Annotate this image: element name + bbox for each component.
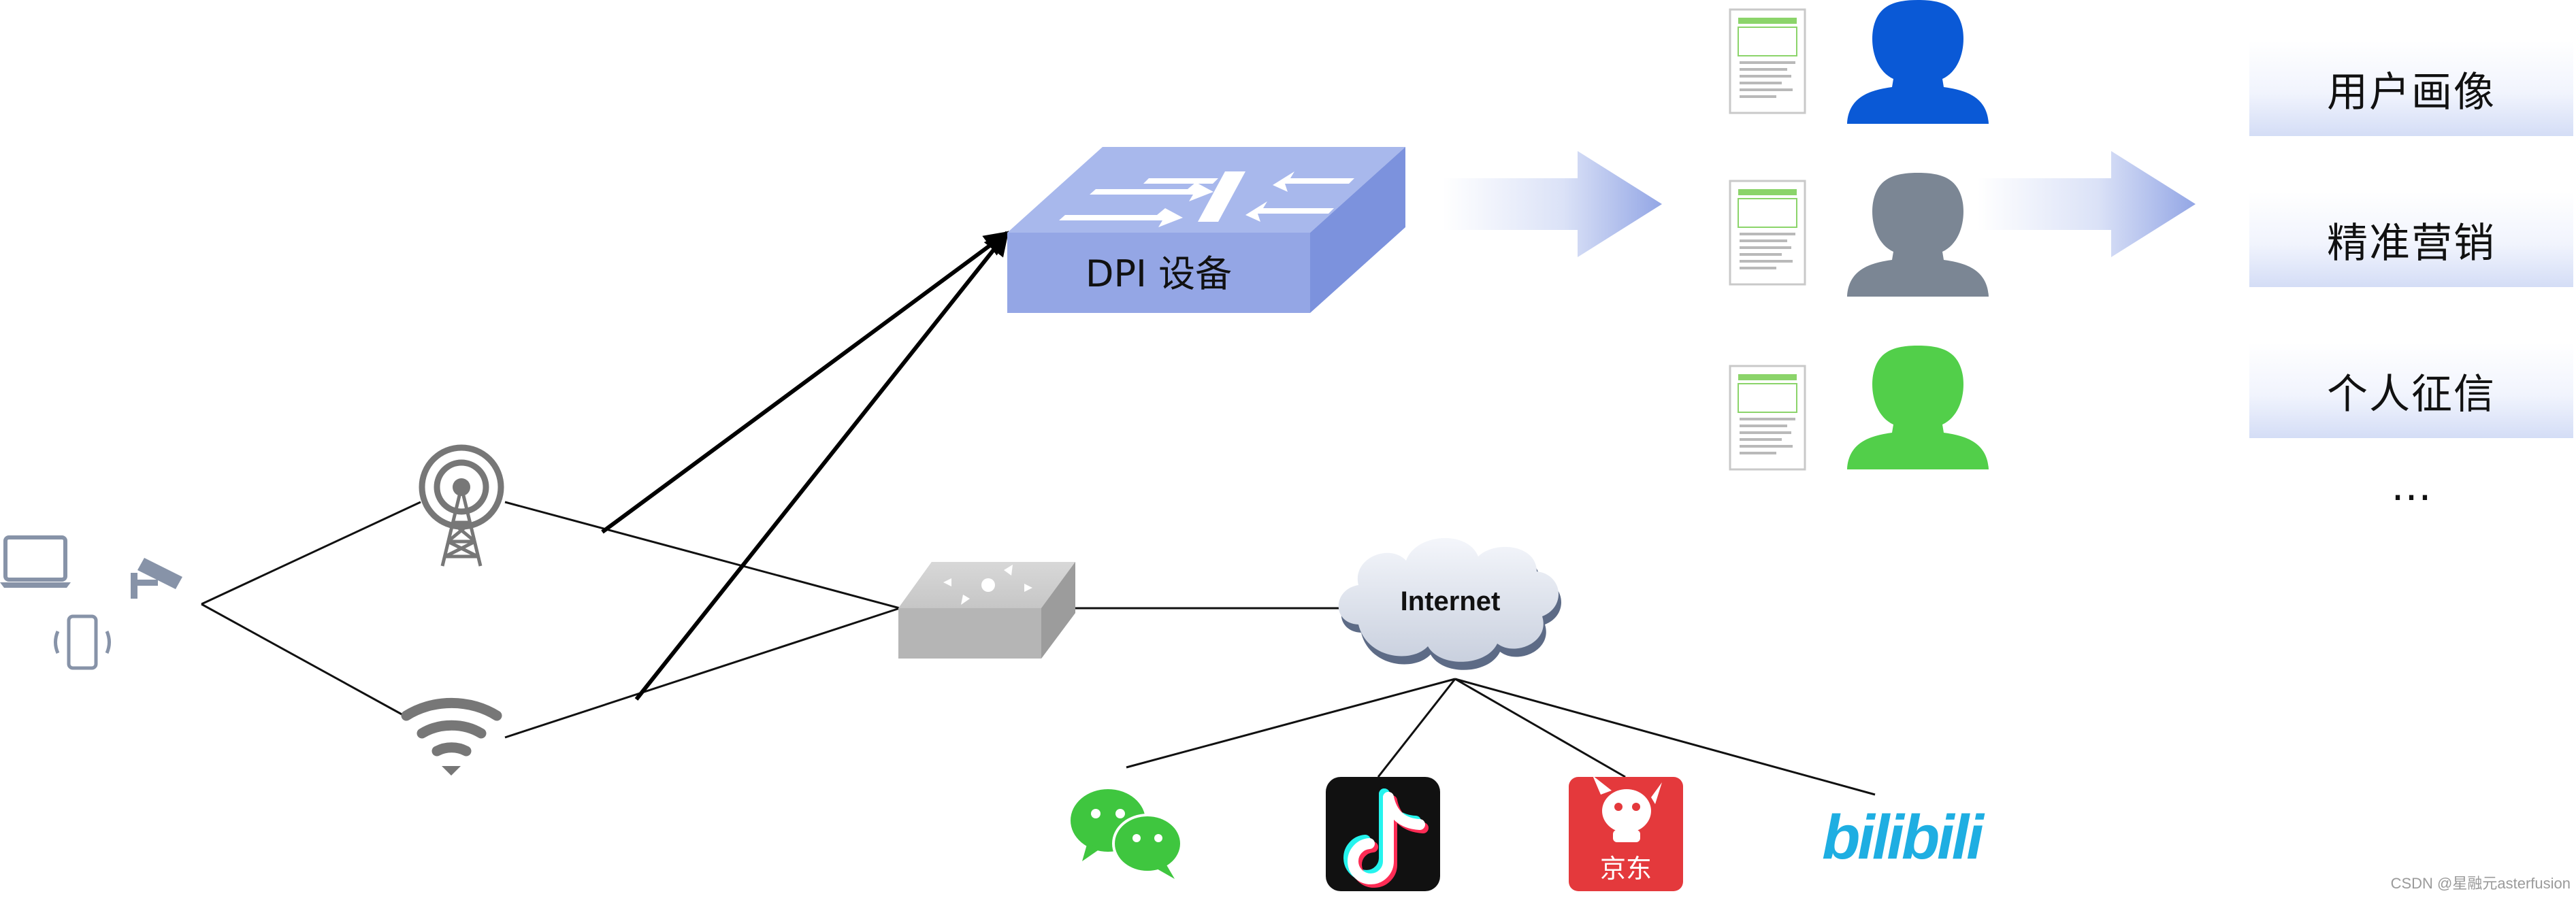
link-internet-tiktok <box>1377 678 1456 778</box>
mirror-arrow-wifi <box>634 231 1009 701</box>
report-document-icon-3 <box>1729 365 1806 471</box>
output-precision-marketing: 精准营销 <box>2249 192 2573 287</box>
cell-tower-icon <box>419 444 504 567</box>
output-label: 用户画像 <box>2327 68 2496 116</box>
tiktok-icon[interactable] <box>1326 777 1440 891</box>
bilibili-icon[interactable]: bilibili <box>1822 803 1988 872</box>
user-icon-blue <box>1847 0 1989 124</box>
output-label: 个人征信 <box>2327 370 2496 418</box>
link-tower-switch <box>504 501 900 610</box>
output-personal-credit: 个人征信 <box>2249 343 2573 438</box>
user-icon-green <box>1847 346 1989 469</box>
switch-router-icon <box>898 562 1075 659</box>
security-camera-icon <box>131 558 182 599</box>
link-internet-jd <box>1454 678 1626 778</box>
internet-cloud <box>1338 537 1561 670</box>
report-document-icon-1 <box>1729 8 1806 114</box>
dpi-arrows-icon <box>1059 171 1354 227</box>
laptop-icon <box>0 535 71 588</box>
internet-label: Internet <box>1400 586 1501 616</box>
dpi-label: DPI 设备 <box>1085 252 1233 295</box>
mirror-arrow-tower <box>601 231 1009 534</box>
flow-arrow-2 <box>1978 151 2196 257</box>
watermark: CSDN @星融元asterfusion <box>2390 875 2571 892</box>
wechat-icon[interactable] <box>1071 789 1183 879</box>
output-user-profiling: 用户画像 <box>2249 41 2573 136</box>
report-document-icon-2 <box>1729 180 1806 286</box>
link-devices-tower <box>201 501 421 605</box>
user-icon-gray <box>1847 173 1989 297</box>
link-wifi-switch <box>504 607 900 739</box>
jd-label: 京东 <box>1600 854 1652 884</box>
jd-icon[interactable]: 京东 <box>1569 776 1683 891</box>
output-label: 精准营销 <box>2327 219 2496 267</box>
wifi-icon <box>401 697 502 776</box>
dpi-device <box>1007 147 1405 313</box>
link-internet-wechat <box>1126 678 1456 769</box>
bilibili-label: bilibili <box>1822 803 1985 872</box>
router-arrows-icon <box>943 565 1032 605</box>
network-links <box>201 501 1876 796</box>
flow-arrow-1 <box>1443 151 1662 257</box>
link-internet-bilibili <box>1454 678 1876 796</box>
link-devices-wifi <box>201 603 405 717</box>
mirror-arrows <box>601 231 1009 701</box>
output-more: … <box>2391 463 2432 510</box>
smartphone-icon <box>54 614 111 670</box>
